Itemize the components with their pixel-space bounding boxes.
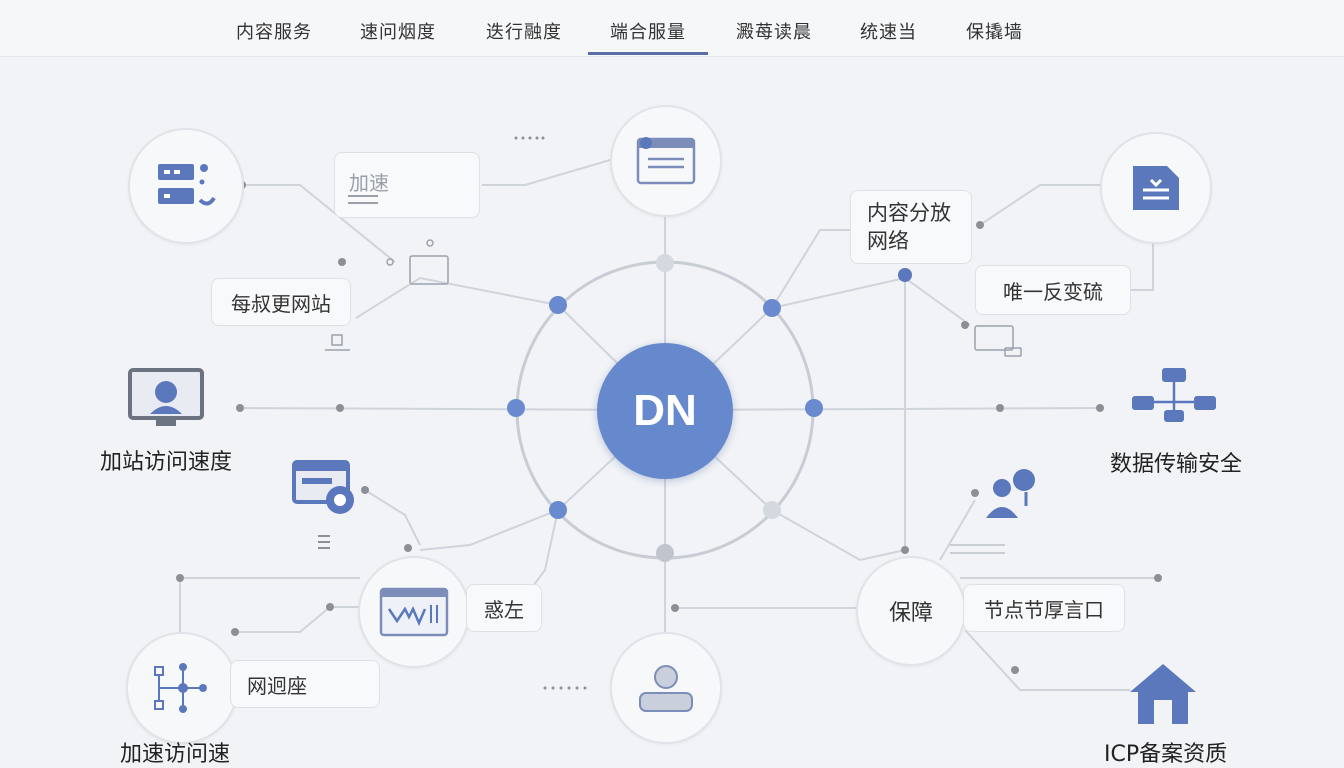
- org-chart-icon: [1132, 368, 1216, 422]
- spoke-right: [664, 407, 1101, 411]
- spoke-left: [239, 407, 666, 411]
- server-icon: [158, 164, 216, 206]
- left-low-label: 惑左: [484, 597, 524, 622]
- document-node: [1100, 132, 1212, 244]
- left-low-box: 惑左: [466, 584, 542, 632]
- guard-label: 保障: [888, 601, 933, 626]
- link-doc: [979, 184, 1100, 226]
- nav-tab[interactable]: 澱苺读晨: [736, 22, 812, 43]
- link-cdn: [771, 229, 850, 309]
- link-users: [939, 499, 976, 561]
- nav-tab[interactable]: 内容服务: [236, 22, 312, 43]
- link-unique: [1130, 240, 1154, 291]
- monitor-icon: [128, 368, 204, 426]
- net-box: 网迥座: [230, 660, 380, 708]
- chart-window-node: [358, 556, 470, 668]
- nav-tab[interactable]: 速问烟度: [360, 22, 436, 43]
- accel-box: 加速: [334, 152, 480, 218]
- link-home: [964, 629, 1130, 691]
- browser-icon: [636, 137, 696, 185]
- nav-tab[interactable]: 统速当: [860, 22, 917, 43]
- cdn-box: 内容分放 网络: [850, 190, 972, 264]
- node-box: 节点节厚言口: [963, 584, 1125, 632]
- network-tree-icon: [154, 663, 207, 713]
- ring-nodes: [507, 254, 912, 562]
- accel-lines: [348, 195, 378, 204]
- link-media: [364, 489, 421, 546]
- document-icon: [1133, 166, 1179, 210]
- node-label: 节点节厚言口: [984, 597, 1104, 622]
- bottom-left-label: 加速访问速: [120, 742, 231, 767]
- link-accel: [482, 159, 611, 186]
- link-cdn-laptop: [771, 276, 971, 326]
- website-label: 每叔更网站: [231, 291, 331, 316]
- browser-node: [610, 105, 722, 217]
- icp-label: ICP备案资质: [1104, 742, 1228, 767]
- link-chart: [419, 509, 559, 551]
- site-speed-label: 加站访问速度: [100, 450, 233, 475]
- network-tree-node: [126, 632, 238, 744]
- data-secure-label: 数据传输安全: [1110, 452, 1243, 477]
- server-node: [128, 128, 244, 244]
- link-guard: [771, 509, 906, 562]
- user-node: [610, 632, 722, 744]
- home-icon: [1130, 664, 1196, 724]
- user-icon: [639, 665, 693, 712]
- active-tab-indicator: [588, 52, 708, 55]
- unique-label: 唯一反变硫: [1003, 279, 1103, 304]
- guard-node: 保障: [856, 556, 966, 666]
- website-box: 每叔更网站: [211, 278, 351, 326]
- unique-box: 唯一反变硫: [975, 265, 1131, 315]
- nav-tab[interactable]: 保撬墙: [966, 22, 1023, 43]
- link-website: [355, 276, 559, 319]
- accel-label: 加速: [349, 171, 389, 195]
- cdn-label: 内容分放 网络: [867, 201, 951, 253]
- hub-node: DN: [597, 343, 733, 479]
- net-label: 网迥座: [247, 673, 307, 698]
- link-chart2: [529, 509, 559, 591]
- chart-window-icon: [379, 587, 449, 637]
- link-net-chart: [235, 606, 360, 633]
- media-window-icon: [292, 460, 354, 514]
- nav-tab-active[interactable]: 端合服量: [610, 22, 686, 43]
- nav-tab[interactable]: 迭行融度: [486, 22, 562, 43]
- users-icon: [986, 469, 1035, 518]
- link-server: [242, 184, 396, 263]
- top-nav: 内容服务 速问烟度 迭行融度 端合服量 澱苺读晨 统速当 保撬墙: [0, 0, 1344, 57]
